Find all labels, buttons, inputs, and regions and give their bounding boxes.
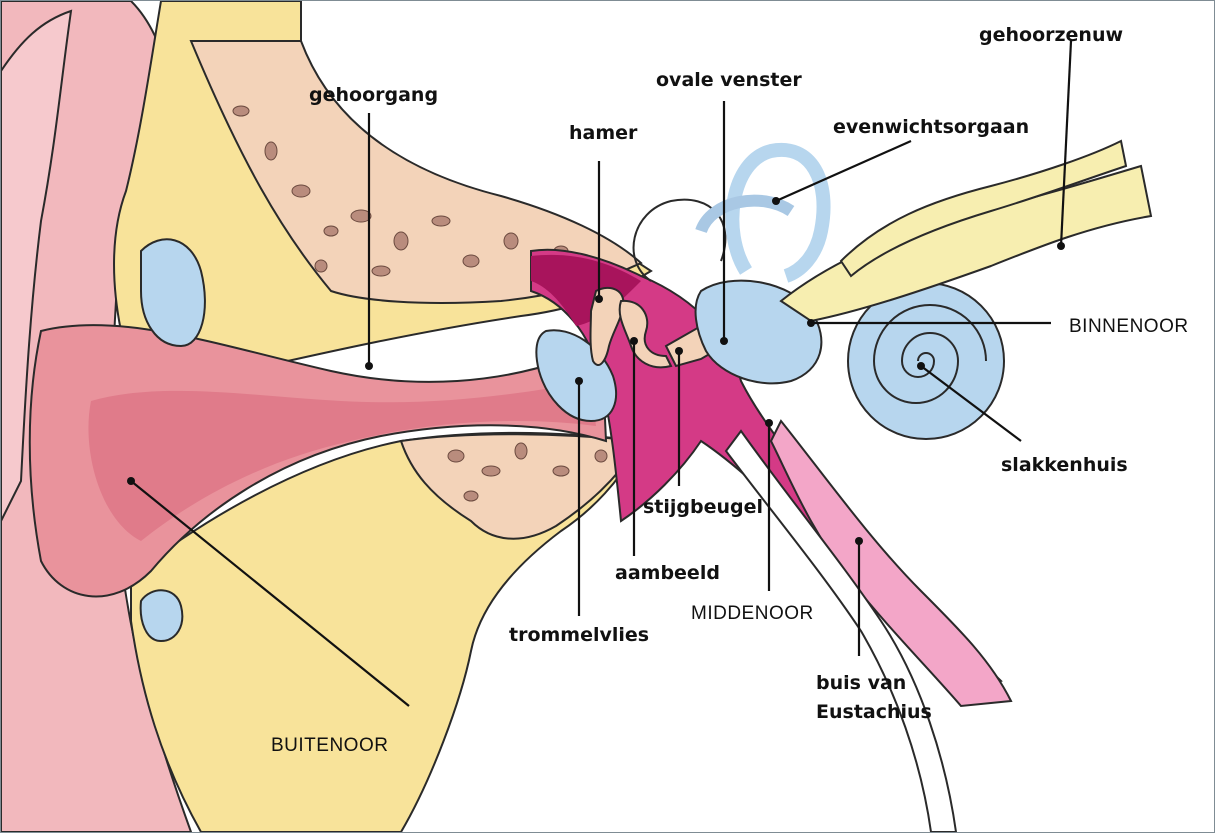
semicircular-canal-2 bbox=[732, 150, 823, 276]
label-stijgbeugel: stijgbeugel bbox=[643, 496, 763, 518]
semicircular-canal-3 bbox=[701, 201, 791, 231]
label-middenoor: MIDDENOOR bbox=[691, 603, 814, 624]
cartilage-upper bbox=[141, 239, 205, 346]
label-buitenoor: BUITENOOR bbox=[271, 735, 388, 756]
label-eustachius: Eustachius bbox=[816, 701, 932, 723]
label-ovale-venster: ovale venster bbox=[656, 69, 802, 91]
cartilage-lower bbox=[141, 590, 183, 641]
label-gehoorzenuw: gehoorzenuw bbox=[979, 24, 1123, 46]
label-gehoorgang: gehoorgang bbox=[309, 84, 438, 106]
label-binnenoor: BINNENOOR bbox=[1069, 316, 1189, 337]
label-aambeeld: aambeeld bbox=[615, 562, 720, 584]
label-slakkenhuis: slakkenhuis bbox=[1001, 454, 1128, 476]
label-buis-van: buis van bbox=[816, 672, 906, 694]
label-hamer: hamer bbox=[569, 122, 638, 144]
label-evenwichtsorgaan: evenwichtsorgaan bbox=[833, 116, 1029, 138]
label-trommelvlies: trommelvlies bbox=[509, 624, 649, 646]
